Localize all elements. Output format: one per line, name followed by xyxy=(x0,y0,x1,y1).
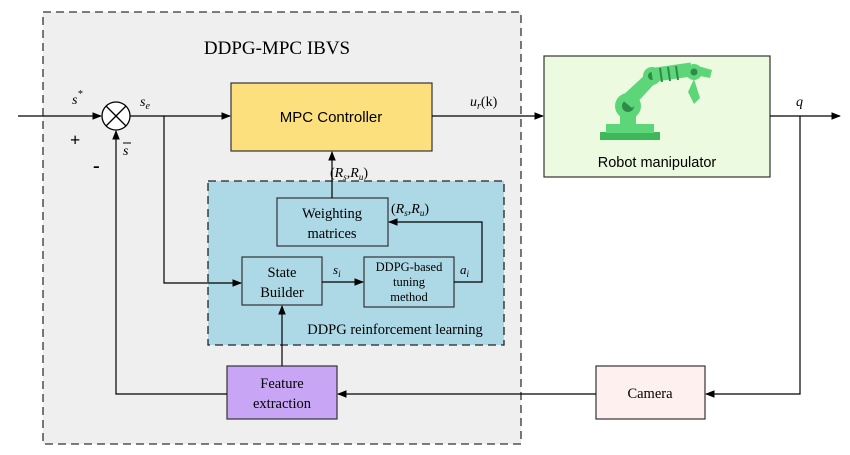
outer-title: DDPG-MPC IBVS xyxy=(204,38,350,59)
rl-region-label: DDPG reinforcement learning xyxy=(307,322,483,338)
s-bar-label: s xyxy=(123,142,131,159)
state-builder-line1: State xyxy=(268,265,297,281)
q-label: q xyxy=(796,95,803,110)
camera-label: Camera xyxy=(627,386,673,402)
weighting-matrices-block xyxy=(276,197,389,247)
weighting-matrices-line2: matrices xyxy=(307,226,356,242)
rs-ru-top-label: (Rs,Ru) xyxy=(330,166,368,182)
s-e-label: se xyxy=(140,95,150,112)
s-star-label: s* xyxy=(72,89,82,108)
plus-sign: + xyxy=(70,130,80,150)
feature-extraction-line2: extraction xyxy=(253,396,312,412)
robot-arm-icon xyxy=(600,62,712,140)
ddpg-tuning-line2: tuning xyxy=(393,275,426,289)
u-r-label: ur(k) xyxy=(470,95,498,112)
camera-block xyxy=(595,365,706,420)
mpc-controller-label: MPC Controller xyxy=(280,109,383,126)
rs-ru-inner-label: (Rs,Ru) xyxy=(391,202,429,218)
ddpg-tuning-line3: method xyxy=(390,290,428,304)
feature-extraction-block xyxy=(226,365,338,420)
output-to-camera-line xyxy=(705,116,801,398)
error-to-state-builder-line xyxy=(163,116,242,287)
mpc-controller-block xyxy=(230,82,433,152)
feature-extraction-line1: Feature xyxy=(260,376,303,392)
state-builder-line2: Builder xyxy=(260,285,304,301)
ddpg-tuning-block xyxy=(363,256,455,308)
feedback-line xyxy=(112,130,227,395)
minus-sign: - xyxy=(93,155,100,177)
state-builder-block xyxy=(241,256,323,306)
ddpg-to-weighting-line xyxy=(388,218,483,283)
robot-manipulator-label: Robot manipulator xyxy=(598,155,717,171)
a-i-label: ai xyxy=(460,262,470,279)
svg-text:s: s xyxy=(123,144,129,159)
ddpg-tuning-line1: DDPG-based xyxy=(376,260,443,274)
weighting-matrices-line1: Weighting xyxy=(302,206,362,222)
s-i-label: si xyxy=(333,262,341,279)
summing-junction xyxy=(101,101,131,131)
